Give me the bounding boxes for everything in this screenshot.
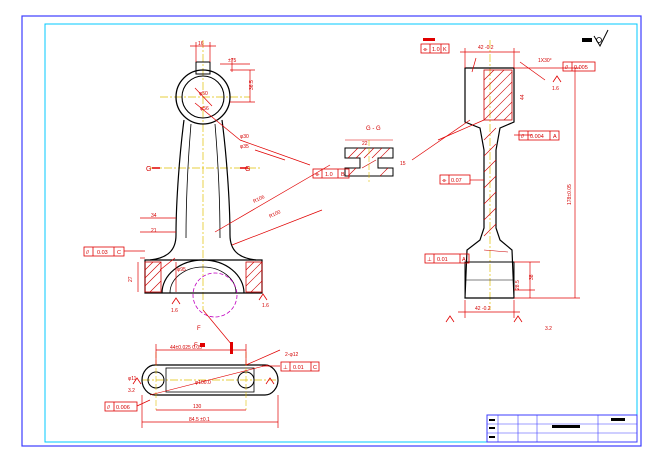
side-square-val: 0.01 <box>437 257 448 263</box>
dim-small-end-height: 36.5 <box>249 80 255 90</box>
view-f-label: F <box>197 326 201 332</box>
front-tol-sym: // <box>86 250 90 256</box>
front-tol-ref: C <box>117 250 121 256</box>
bottom-parallel-val: 0.006 <box>116 405 130 411</box>
bottom-perp-ref: C <box>313 365 317 371</box>
dim-bore-large: φ95 <box>177 267 186 273</box>
bottom-width-135: 84.5 ±0.1 <box>189 417 210 423</box>
bottom-inner: φ100.0 <box>195 380 211 386</box>
section-gg-width: 22 <box>362 141 368 147</box>
dim-top-width: 16 <box>198 41 204 47</box>
dim-r-small: R106 <box>252 194 266 205</box>
side-bottom-roughness: 3.2 <box>545 326 552 332</box>
bottom-bore-dim: φ11 <box>128 376 137 382</box>
dim-small-end-offset: ±75 <box>228 58 237 64</box>
front-roughness-a: 1.6 <box>171 308 178 314</box>
front-roughness-b: 1.6 <box>262 303 269 309</box>
dim-r-large: R100 <box>268 209 282 220</box>
side-view: ⌯ 1.0 K 42 -0.2 1X30° // 0.005 1.6 44 //… <box>411 38 596 332</box>
side-bottom-width: 42 -0.2 <box>475 306 491 312</box>
bottom-roughness: 3.2 <box>128 388 135 394</box>
bottom-parallel-sym: // <box>107 405 111 411</box>
side-parallel-sym: // <box>565 65 569 71</box>
section-gg-height: 15 <box>400 161 406 167</box>
dim-center-a: φ30 <box>240 134 249 140</box>
dim-height-27: 27 <box>128 276 134 282</box>
side-flat-val: 1.0 <box>432 47 440 53</box>
side-flat-ref: K <box>443 47 447 53</box>
bottom-top-dim: 44±0.025 0.05 <box>170 345 202 351</box>
dim-width-34: 34 <box>151 213 157 219</box>
side-square-ref: A <box>462 257 466 263</box>
side-roughness: 1.6 <box>552 86 559 92</box>
section-gg: G - G 22 15 ⌯ 1.0 B <box>312 126 406 182</box>
section-gg-flat-val: 1.0 <box>325 172 333 178</box>
bottom-label-f: F <box>194 343 198 349</box>
section-gg-flat-ref: B <box>341 172 345 178</box>
front-tol-val: 0.03 <box>97 250 108 256</box>
side-perp-val: 0.004 <box>530 134 544 140</box>
side-chamfer: 1X30° <box>538 58 552 64</box>
side-flat2-sym: ⌯ <box>442 178 447 184</box>
bottom-perp-val: 0.01 <box>293 365 304 371</box>
side-perp-sym: // <box>521 134 525 140</box>
section-label-right: G <box>245 166 250 173</box>
section-gg-label: G - G <box>366 126 381 132</box>
inner-frame <box>44 23 638 443</box>
side-square-sym: ⊥ <box>427 256 432 263</box>
side-dim-28: 28.5 <box>515 280 521 290</box>
front-view: G G 16 ±75 φ50 φ56 36.5 φ30 φ35 R100 R10… <box>83 40 331 346</box>
side-length: 178±0.05 <box>567 184 573 205</box>
bottom-view: F 44±0.025 0.05 2-φ12 ⊥ 0.01 C 3.2 // 0.… <box>104 342 320 428</box>
title-block <box>486 414 638 443</box>
bottom-bolt: 2-φ12 <box>285 352 298 358</box>
dim-small-end-bore: φ56 <box>200 106 209 112</box>
side-dim-38: 38 <box>529 274 535 280</box>
side-perp-ref: A <box>553 134 557 140</box>
dim-width-21: 21 <box>151 228 157 234</box>
bottom-perp-sym: ⊥ <box>283 364 288 371</box>
bottom-width-130: 130 <box>193 404 202 410</box>
dim-center-b: φ35 <box>240 144 249 150</box>
side-dim-44: 44 <box>520 94 526 100</box>
dim-small-end-dia: φ50 <box>199 91 208 97</box>
section-gg-flat-sym: ⌯ <box>315 172 320 178</box>
side-flat2-val: 0.07 <box>451 178 462 184</box>
roughness-symbol <box>582 29 609 48</box>
section-label-left: G <box>146 166 151 173</box>
side-parallel-val: 0.005 <box>574 65 588 71</box>
side-flat-sym: ⌯ <box>423 47 428 53</box>
outer-frame <box>21 15 642 447</box>
side-top-width: 42 -0.2 <box>478 45 494 51</box>
